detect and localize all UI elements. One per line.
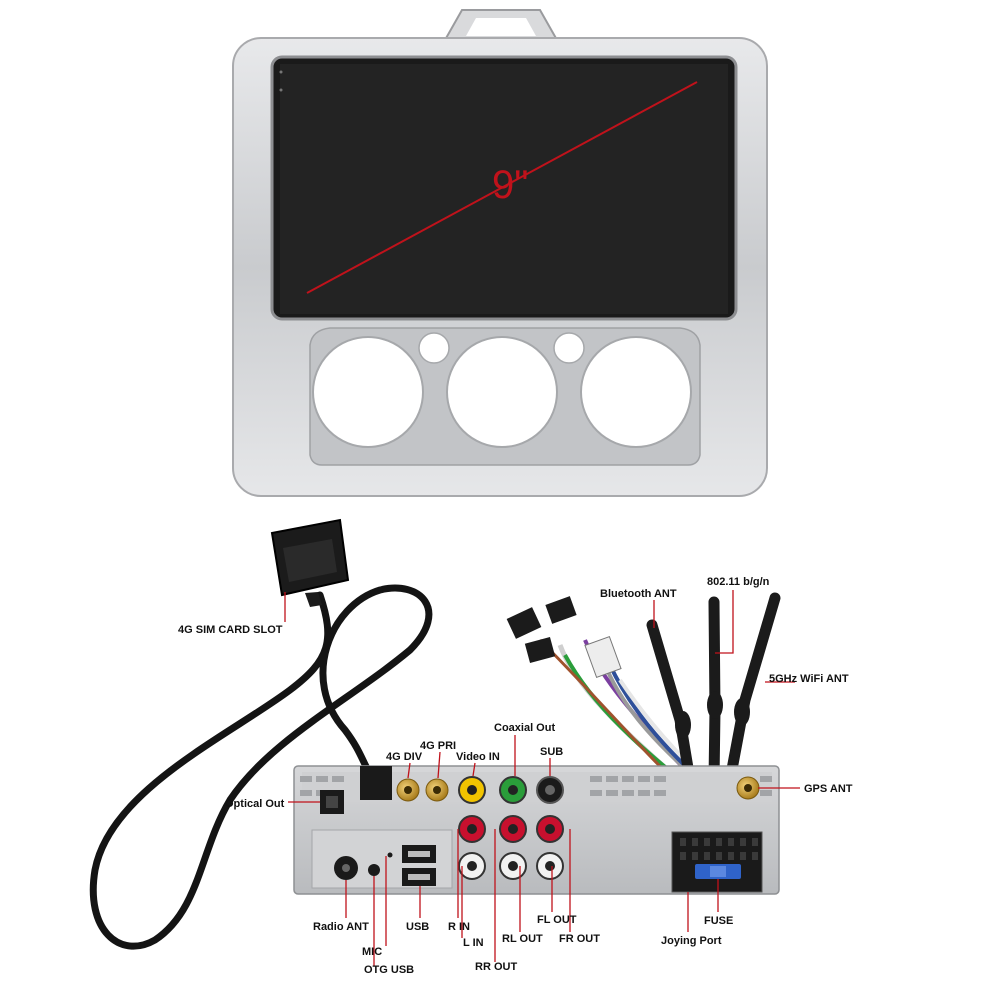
label-bluetooth-ant: Bluetooth ANT <box>600 588 677 600</box>
label-4g-div: 4G DIV <box>386 751 423 763</box>
hvac-button-left <box>418 332 450 364</box>
callout-labels: 4G SIM CARD SLOT Bluetooth ANT 802.11 b/… <box>178 576 853 976</box>
label-wifi-24: 802.11 b/g/n <box>707 576 770 588</box>
label-sim-slot: 4G SIM CARD SLOT <box>178 624 283 636</box>
label-r-in: R IN <box>448 921 470 933</box>
sim-connector <box>360 766 392 800</box>
screen-size-label: 9" <box>492 163 528 207</box>
label-joying-port: Joying Port <box>661 935 722 947</box>
label-otg-usb: OTG USB <box>364 964 414 976</box>
label-coaxial-out: Coaxial Out <box>494 722 555 734</box>
label-mic: MIC <box>362 946 382 958</box>
label-l-in: L IN <box>463 937 484 949</box>
label-rl-out: RL OUT <box>502 933 543 945</box>
label-wifi-5: 5GHz WiFi ANT <box>769 673 849 685</box>
harness-connector-3 <box>524 636 556 664</box>
label-radio-ant: Radio ANT <box>313 921 369 933</box>
harness-connector-4 <box>584 635 622 679</box>
label-fr-out: FR OUT <box>559 933 600 945</box>
harness-connector-1 <box>506 607 542 639</box>
label-video-in: Video IN <box>456 751 500 763</box>
hvac-knob-right <box>580 336 692 448</box>
hvac-button-right <box>553 332 585 364</box>
rear-chassis <box>293 765 780 895</box>
harness-connector-2 <box>545 596 577 624</box>
hvac-knob-center <box>446 336 558 448</box>
mic-port <box>368 864 380 876</box>
label-fuse: FUSE <box>704 915 733 927</box>
label-optical-out: Optical Out <box>225 798 285 810</box>
hvac-knob-left <box>312 336 424 448</box>
label-fl-out: FL OUT <box>537 914 577 926</box>
label-gps-ant: GPS ANT <box>804 783 853 795</box>
head-unit: 9" <box>232 9 768 497</box>
label-usb: USB <box>406 921 429 933</box>
diagonal-line <box>306 81 698 294</box>
label-rr-out: RR OUT <box>475 961 517 973</box>
sim-cable <box>89 518 433 950</box>
leader-lines <box>284 590 800 966</box>
label-4g-pri: 4G PRI <box>420 740 456 752</box>
label-sub: SUB <box>540 746 563 758</box>
